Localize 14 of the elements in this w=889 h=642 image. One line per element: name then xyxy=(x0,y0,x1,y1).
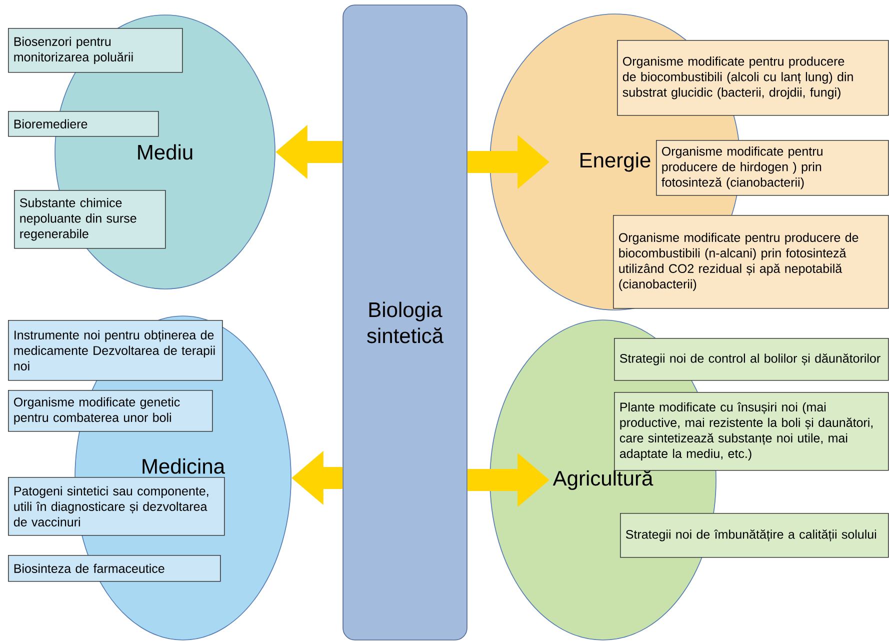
topic-box: Bioremediere xyxy=(8,111,159,137)
topic-box: Biosenzori pentru monitorizarea poluării xyxy=(8,28,183,73)
topic-box: Organisme modificate pentru producere de biocombustibili (n-alcani) prin fotosinteză utilizând CO2 rezidual și apă nepotabilă (cianobacterii) xyxy=(613,214,889,309)
topic-box: Organisme modificate pentru producere de hirdogen ) prin fotosinteză (cianobacterii) xyxy=(656,140,889,196)
topic-box: Substante chimice nepoluante din surse regenerabile xyxy=(14,190,166,249)
topic-box: Organisme modificate genetic pentru combaterea unor boli xyxy=(8,390,213,432)
topic-box: Biosinteza de farmaceutice xyxy=(8,554,221,582)
central-box: Biologia sintetică xyxy=(342,4,468,640)
topic-box: Patogeni sintetici sau componente, utili în diagnosticare și dezvoltarea de vaccinuri xyxy=(8,476,225,536)
topic-box: Plante modificate cu însușiri noi (mai productive, mai rezistente la boli și daunători, care sintetizează substanțe noi utile, mai adaptate la mediu, etc.) xyxy=(614,392,889,471)
topic-box: Strategii noi de control al bolilor și dăunătorilor xyxy=(614,338,889,381)
topic-box: Strategii noi de îmbunătățire a calității solului xyxy=(620,512,889,558)
topic-box: Organisme modificate pentru producere de biocombustibili (alcoli cu lanț lung) din substrat glucidic (bacterii, drojdii, fungi) xyxy=(617,40,889,116)
topic-box: Instrumente noi pentru obținerea de medicamente Dezvoltarea de terapii noi xyxy=(8,320,223,381)
